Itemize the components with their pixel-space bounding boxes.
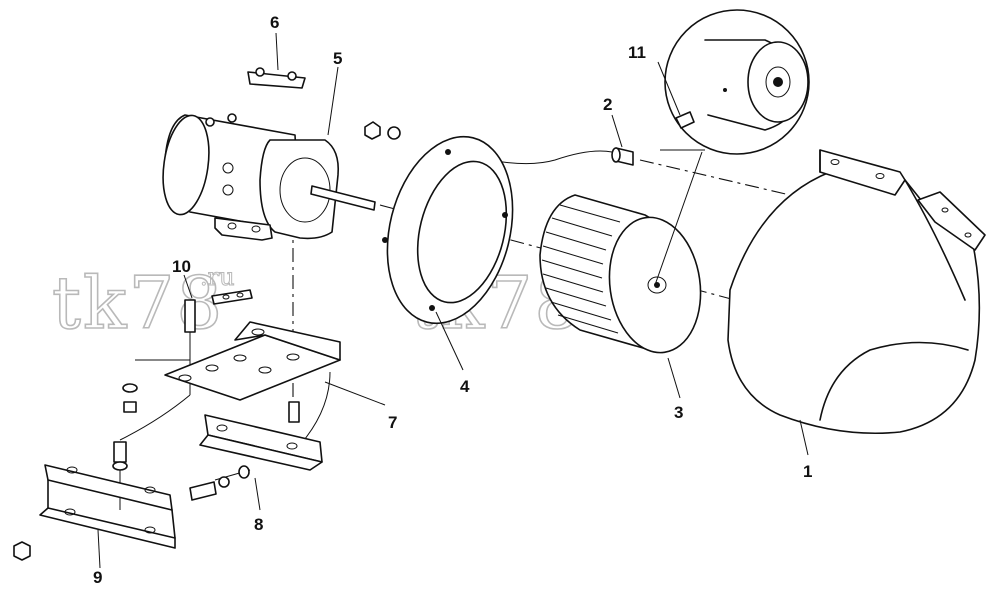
washer-bracket-left — [122, 383, 138, 393]
callout-set-screw: 11 — [628, 43, 646, 62]
nut-and-washer-ring — [364, 121, 401, 140]
svg-text:.ru: .ru — [200, 263, 235, 291]
callout-blower-wheel: 3 — [674, 403, 683, 422]
callout-blower-housing: 1 — [803, 462, 812, 481]
svg-text:tk78: tk78 — [52, 261, 224, 345]
blower-housing — [727, 149, 986, 434]
motor — [162, 113, 376, 241]
angle-bracket — [199, 414, 323, 471]
callout-spacer: 2 — [603, 95, 612, 114]
base-bracket — [39, 464, 176, 549]
callout-clip: 10 — [172, 257, 191, 276]
leader-lines — [97, 32, 809, 569]
mounting-ring — [382, 135, 514, 325]
bolt-bracket-left — [123, 401, 137, 413]
screw-clip — [184, 299, 196, 333]
detail-inset — [654, 9, 810, 286]
callout-numbers: 1 2 3 4 5 6 7 8 9 10 11 — [93, 13, 812, 587]
wheel-vanes — [541, 204, 621, 334]
watermark-left: tk78 .ru — [51, 260, 235, 346]
callout-motor: 5 — [333, 49, 342, 68]
spacer — [611, 147, 634, 166]
screw-bracket-center — [288, 401, 300, 423]
callout-base-bracket: 9 — [93, 568, 102, 587]
terminal-strip — [247, 67, 306, 89]
motor-bracket — [164, 321, 341, 401]
bolt-base — [112, 441, 128, 471]
callout-terminal-strip: 6 — [270, 13, 279, 32]
fasteners — [13, 121, 401, 561]
bolt-angle — [189, 465, 250, 501]
nut-base — [13, 541, 31, 561]
callout-mounting-ring: 4 — [460, 377, 470, 396]
clip — [211, 289, 253, 305]
callout-angle-bracket: 8 — [254, 515, 263, 534]
callout-motor-bracket: 7 — [388, 413, 397, 432]
